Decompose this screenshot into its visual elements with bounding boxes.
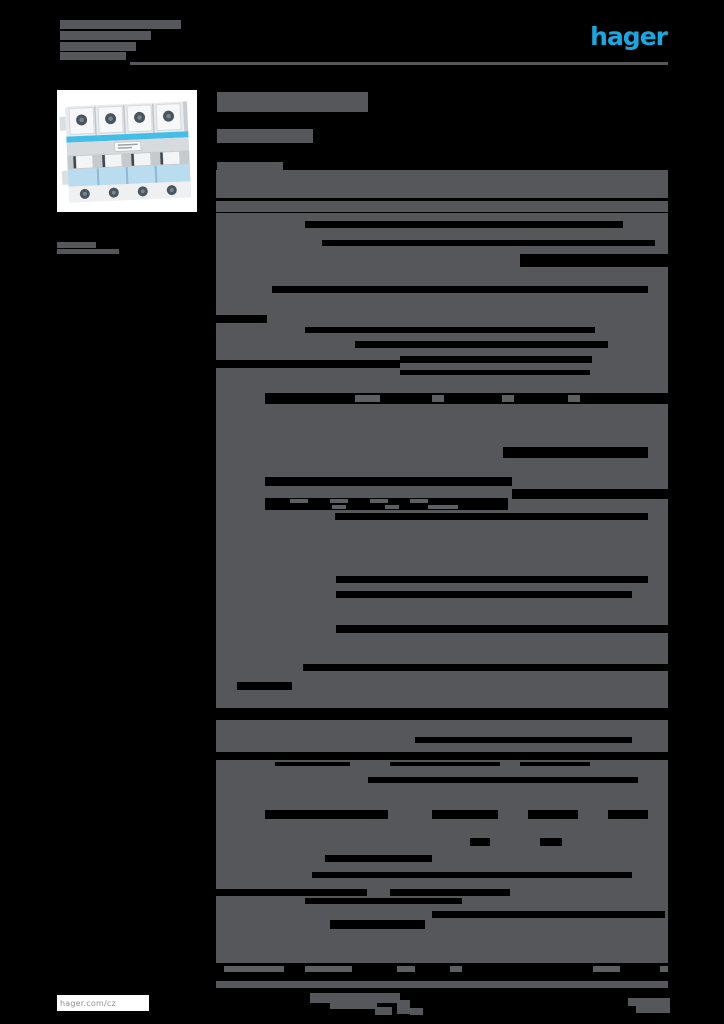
redacted-footer-line: [628, 998, 670, 1006]
redacted-footer-line: [310, 993, 400, 1003]
text-line-gap: [608, 810, 648, 819]
text-line-gap: [540, 838, 562, 846]
redacted-text-dash: [660, 966, 668, 972]
text-line-gap: [512, 489, 668, 499]
redacted-footer-line: [410, 1008, 423, 1015]
redacted-footer-line: [397, 1000, 410, 1014]
redacted-header-line: [60, 20, 181, 29]
redacted-text-dash: [290, 499, 308, 503]
text-line-gap: [237, 682, 292, 690]
text-line-gap: [520, 254, 668, 267]
redacted-title-line: [217, 129, 313, 143]
redacted-text-band: [216, 720, 668, 752]
text-line-gap: [265, 477, 512, 486]
redacted-text-dash: [450, 966, 462, 972]
redacted-title-line: [217, 162, 283, 171]
redacted-text-dash: [568, 395, 580, 402]
text-line-gap: [432, 911, 665, 918]
redacted-text-dash: [305, 966, 352, 972]
text-line-gap: [415, 737, 632, 743]
text-line-gap: [305, 221, 623, 228]
redacted-text-dash: [330, 499, 348, 503]
text-line-gap: [528, 810, 578, 819]
text-line-gap: [336, 591, 632, 598]
header-rule: [130, 62, 668, 65]
redacted-header-line: [60, 52, 126, 60]
text-line-gap: [390, 889, 510, 896]
text-line-gap: [275, 762, 350, 766]
redacted-text-dash: [593, 966, 620, 972]
product-image-card: [57, 90, 197, 212]
text-line-gap: [305, 898, 462, 904]
text-line-gap: [272, 286, 648, 293]
hager-logo: hager: [590, 22, 668, 51]
redacted-text-dash: [432, 395, 444, 402]
redacted-text-dash: [397, 966, 415, 972]
text-line-gap: [336, 625, 668, 633]
redacted-text-dash: [370, 499, 388, 503]
text-line-gap: [355, 341, 608, 348]
text-line-gap: [216, 315, 267, 323]
redacted-caption-line: [57, 242, 96, 248]
text-line-gap: [216, 360, 400, 368]
text-line-gap: [216, 889, 367, 896]
text-line-gap: [470, 838, 490, 846]
redacted-text-dash: [224, 966, 284, 972]
redacted-text-band: [216, 760, 668, 975]
text-line-gap: [265, 810, 388, 819]
text-line-gap: [335, 513, 648, 520]
redacted-text-dash: [385, 505, 399, 509]
text-line-gap: [400, 356, 592, 363]
text-line-gap: [330, 920, 425, 929]
redacted-text-band: [216, 170, 668, 198]
footer-site-link[interactable]: hager.com/cz: [60, 998, 116, 1008]
footer-site-box: hager.com/cz: [57, 995, 149, 1011]
text-line-gap: [400, 370, 590, 375]
text-line-gap: [432, 810, 498, 819]
text-line-gap: [265, 393, 668, 404]
redacted-footer-line: [375, 1007, 392, 1015]
text-line-gap: [336, 576, 648, 583]
text-line-gap: [520, 762, 590, 766]
text-line-gap: [322, 240, 655, 246]
text-line-gap: [503, 447, 648, 458]
redacted-text-band: [216, 201, 668, 212]
redacted-caption-line: [57, 249, 119, 254]
redacted-text-dash: [355, 395, 380, 402]
redacted-title-line: [217, 92, 368, 112]
redacted-text-band: [216, 981, 668, 988]
circuit-breaker-product-image: [59, 101, 192, 203]
text-line-gap: [303, 664, 668, 671]
redacted-text-dash: [410, 499, 428, 503]
redacted-text-dash: [502, 395, 514, 402]
text-line-gap: [305, 327, 595, 333]
text-line-gap: [325, 855, 432, 862]
redacted-header-line: [60, 31, 151, 40]
redacted-header-line: [60, 42, 136, 51]
text-line-gap: [390, 762, 500, 766]
redacted-footer-line: [330, 1003, 377, 1009]
redacted-text-dash: [428, 505, 458, 509]
text-line-gap: [368, 777, 638, 783]
text-line-gap: [312, 872, 632, 878]
redacted-text-dash: [332, 505, 346, 509]
redacted-footer-line: [636, 1006, 670, 1013]
